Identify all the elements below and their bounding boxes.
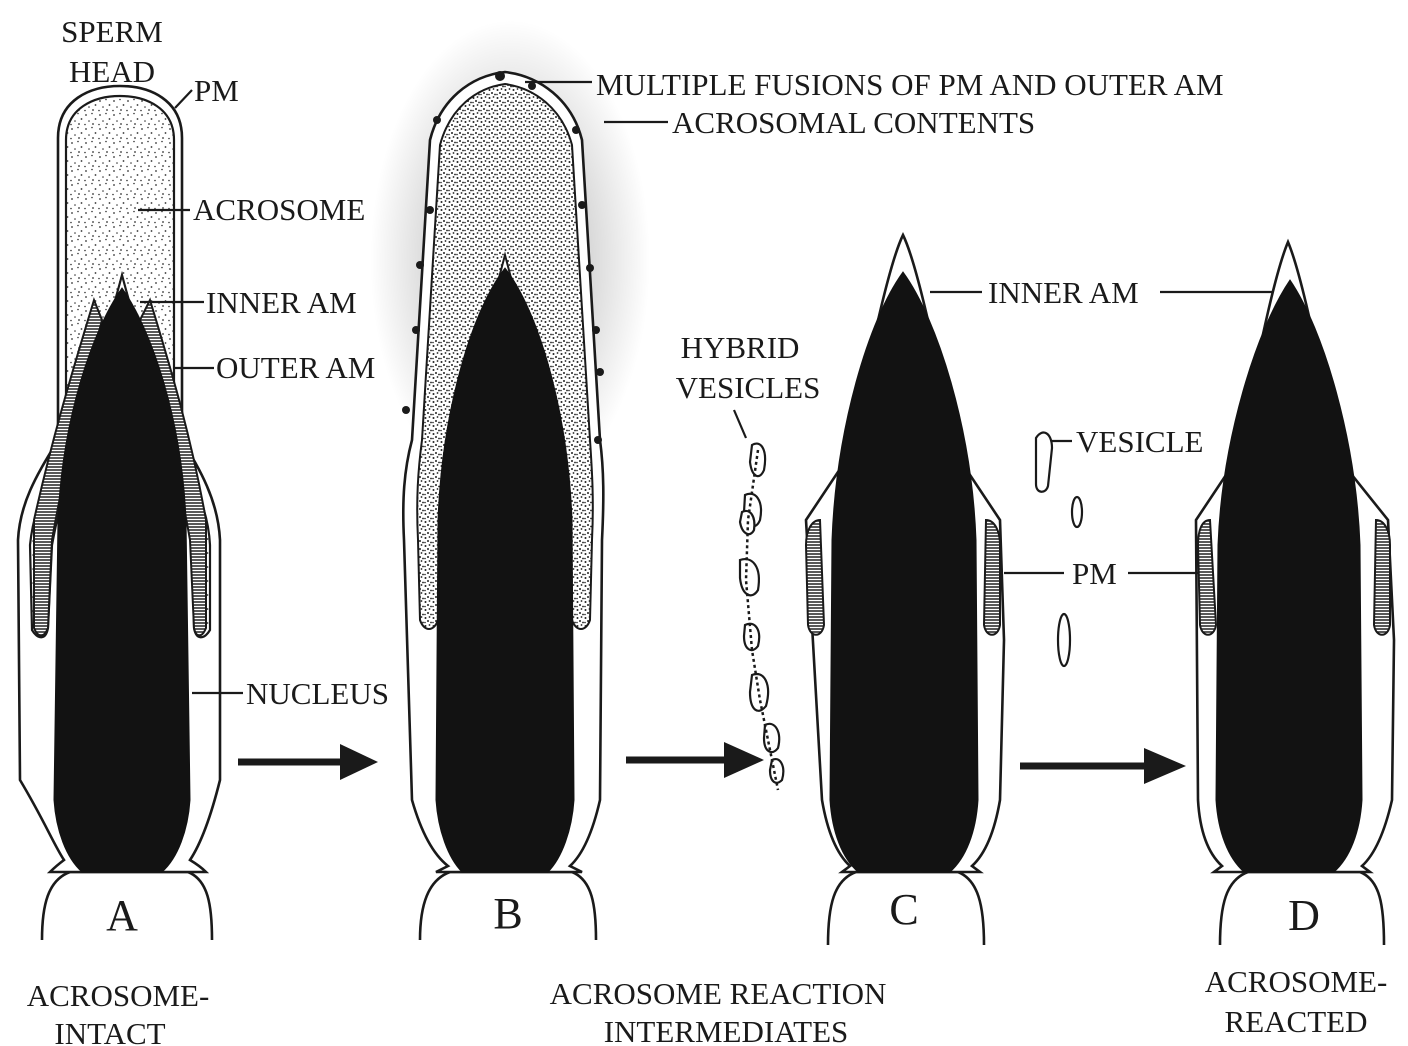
- caption-d-2: REACTED: [1225, 1004, 1368, 1039]
- caption-d-1: ACROSOME-: [1205, 964, 1388, 999]
- label-vesicle: VESICLE: [1076, 424, 1203, 459]
- label-sperm-head-2: HEAD: [69, 54, 155, 89]
- arrow-b-to-c: [626, 742, 764, 778]
- label-inner-am: INNER AM: [206, 285, 357, 320]
- label-outer-am: OUTER AM: [216, 350, 375, 385]
- stage-letter-c: C: [889, 885, 918, 934]
- free-vesicles: [1036, 433, 1082, 666]
- label-pm-c: PM: [1072, 556, 1117, 591]
- stage-letter-a: A: [106, 891, 138, 940]
- arrow-a-to-b: [238, 744, 378, 780]
- label-inner-am-c: INNER AM: [988, 275, 1139, 310]
- arrow-c-to-d: [1020, 748, 1186, 784]
- label-sperm-head-1: SPERM: [61, 14, 163, 49]
- label-acrosomal-contents: ACROSOMAL CONTENTS: [672, 105, 1035, 140]
- stage-c-nucleus: [830, 272, 978, 872]
- caption-b-1: ACROSOME REACTION: [550, 976, 887, 1011]
- label-nucleus: NUCLEUS: [246, 676, 389, 711]
- stage-d-sperm: [1196, 242, 1394, 945]
- stage-d-nucleus: [1216, 280, 1362, 872]
- stage-letter-b: B: [493, 889, 522, 938]
- label-multiple-fusions: MULTIPLE FUSIONS OF PM AND OUTER AM: [596, 67, 1224, 102]
- stage-a-sperm: [18, 86, 220, 940]
- label-hybrid-vesicles-1: HYBRID: [681, 330, 800, 365]
- caption-a-2: INTACT: [54, 1016, 165, 1046]
- caption-a-1: ACROSOME-: [27, 978, 210, 1013]
- stage-c-sperm: [806, 235, 1004, 945]
- hybrid-vesicles-chain: [740, 444, 783, 790]
- stage-letter-d: D: [1288, 891, 1320, 940]
- caption-b-2: INTERMEDIATES: [604, 1014, 849, 1046]
- label-pm: PM: [194, 73, 239, 108]
- label-acrosome: ACROSOME: [193, 192, 365, 227]
- label-hybrid-vesicles-2: VESICLES: [676, 370, 821, 405]
- stage-b-sperm: [370, 20, 650, 940]
